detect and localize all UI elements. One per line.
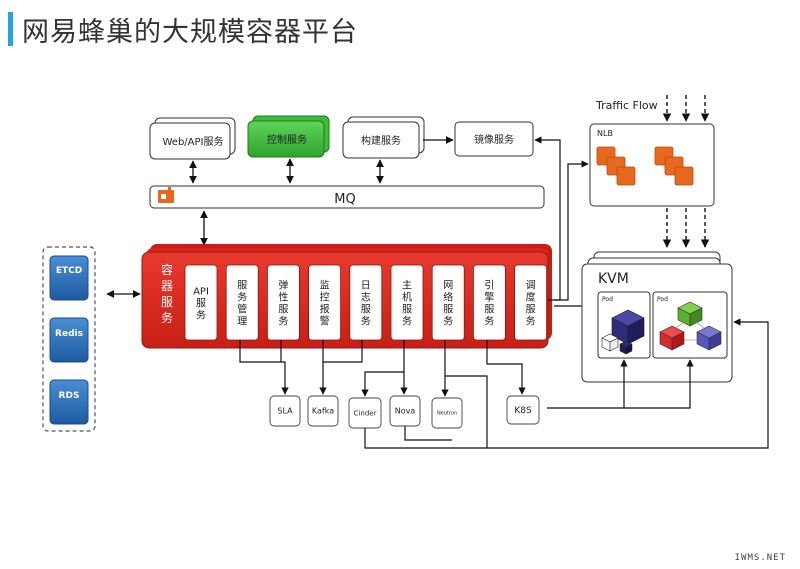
pod-left-label: Pod xyxy=(602,296,613,303)
module-label: 引擎服务 xyxy=(484,280,494,328)
kvm-label: KVM xyxy=(598,271,629,287)
control-service-box: 控制服务 xyxy=(247,115,330,158)
module-box: 服务管理 xyxy=(225,264,259,341)
service-node-label: Kafka xyxy=(312,407,334,416)
title-accent-bar xyxy=(8,12,13,46)
module-label: 日志服务 xyxy=(361,281,371,328)
nlb-to-kvm-arrows xyxy=(662,208,710,248)
service-node: Kafka xyxy=(307,395,339,427)
service-node-label: Nova xyxy=(395,407,416,416)
store-group: ETCD Redis RDS xyxy=(42,246,96,432)
module-box: 弹性服务 xyxy=(266,264,300,341)
module-label: 监控报警 xyxy=(320,279,330,328)
image-service-label: 镜像服务 xyxy=(474,133,514,146)
build-service-box: 构建服务 xyxy=(342,116,425,159)
service-node-label: SLA xyxy=(277,407,293,416)
module-label: 服务管理 xyxy=(237,280,247,328)
redis-store: Redis xyxy=(49,317,89,363)
control-service-label: 控制服务 xyxy=(267,133,307,146)
build-service-label: 构建服务 xyxy=(361,134,401,147)
page-title: 网易蜂巢的大规模容器平台 xyxy=(22,17,358,48)
image-service-box: 镜像服务 xyxy=(454,121,534,157)
web-api-service-box: Web/API服务 xyxy=(149,117,236,160)
service-node: Neutron xyxy=(431,397,463,429)
service-node: Cinder xyxy=(348,397,382,429)
traffic-flow-arrows xyxy=(662,95,710,122)
module-box: 监控报警 xyxy=(308,264,342,341)
kvm-block: KVM Pod Pod xyxy=(581,251,733,383)
service-node: K8S xyxy=(506,395,540,425)
service-node-label: Neutron xyxy=(437,411,457,417)
line-container-to-nlb xyxy=(554,160,589,301)
rds-label: RDS xyxy=(59,391,80,401)
cube-icon xyxy=(601,309,645,355)
rds-store: RDS xyxy=(49,379,89,425)
module-label: 主机服务 xyxy=(402,280,412,328)
pod-right: Pod xyxy=(652,291,728,359)
module-box: 调度服务 xyxy=(514,264,547,341)
etcd-store: ETCD xyxy=(49,255,89,301)
load-balancer-icon xyxy=(596,146,694,186)
mq-bus: MQ xyxy=(149,185,545,209)
module-label: 弹性服务 xyxy=(278,279,288,328)
module-label: 调度服务 xyxy=(526,280,536,328)
service-node-label: Cinder xyxy=(354,409,377,417)
service-node: Nova xyxy=(389,395,421,427)
redis-label: Redis xyxy=(55,329,83,339)
etcd-label: ETCD xyxy=(56,266,82,276)
service-node: SLA xyxy=(269,395,301,427)
multi-cube-icon xyxy=(659,301,722,351)
module-box: 网络服务 xyxy=(431,264,465,341)
pod-left: Pod xyxy=(597,291,651,359)
bottom-node-row: SLA Kafka Cinder Nova Neutron K8S xyxy=(269,395,540,429)
nlb-box: NLB xyxy=(589,123,715,207)
nlb-label: NLB xyxy=(597,129,613,138)
module-box: 主机服务 xyxy=(390,264,424,341)
web-api-service-label: Web/API服务 xyxy=(163,135,224,148)
rabbitmq-icon xyxy=(158,187,174,203)
module-connectors xyxy=(239,318,769,449)
service-node-label: K8S xyxy=(514,406,532,416)
watermark: IWMS.NET xyxy=(734,553,786,563)
traffic-flow-label: Traffic Flow xyxy=(595,99,658,112)
container-service-title: 容器服务 xyxy=(161,262,173,325)
mq-label: MQ xyxy=(334,192,355,207)
module-box: 引擎服务 xyxy=(472,264,506,341)
module-label: 网络服务 xyxy=(443,280,453,328)
pod-right-label: Pod xyxy=(657,296,668,303)
module-box: 日志服务 xyxy=(349,264,383,341)
